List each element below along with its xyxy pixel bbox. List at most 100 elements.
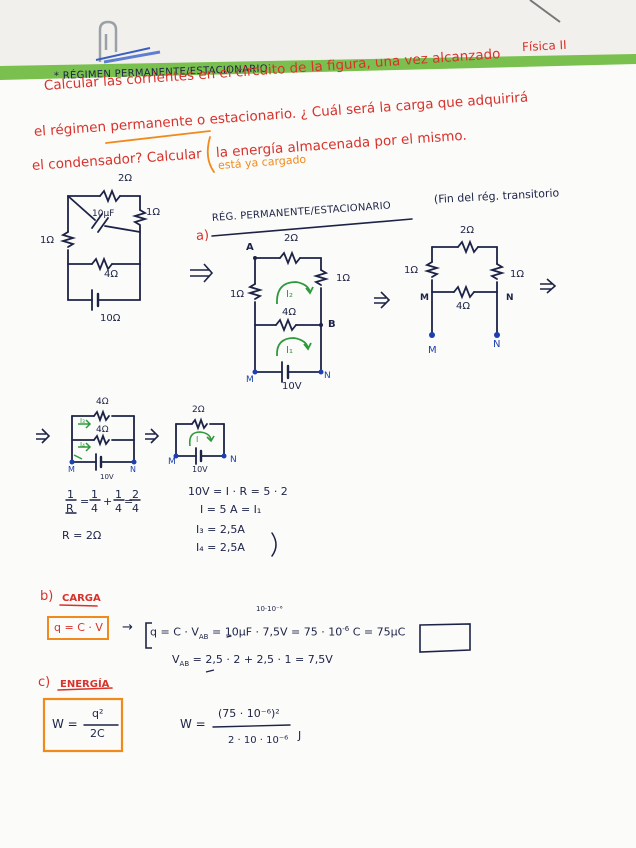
resistor-label: 4Ω (282, 307, 297, 318)
resistor-label: 4Ω (104, 269, 119, 280)
node-label-n: N (324, 371, 331, 381)
paper-sheet (0, 64, 636, 848)
current-loop-i1 (276, 337, 312, 357)
circuit-equivalent (175, 417, 225, 465)
bracket (145, 622, 152, 649)
arrow-icon: → (122, 620, 133, 635)
fraction-num: 2 (132, 488, 139, 501)
charge-calc-text: = 10μF · 7,5V = 75 · 10 (211, 625, 343, 639)
node-dot (253, 256, 257, 260)
fraction-num: 1 (91, 488, 98, 501)
equals-sign: = (124, 495, 134, 508)
energy-formula-lhs: W = (52, 717, 78, 731)
energy-calc-lhs: W = (180, 717, 206, 731)
fraction-num: 1 (67, 488, 74, 501)
fraction-den: 4 (91, 502, 98, 515)
node-dot (319, 323, 323, 327)
current-label-i3: I₃ (80, 417, 85, 425)
resistor-label: 4Ω (456, 301, 471, 312)
annotation: 10·10⁻⁶ (256, 605, 283, 613)
original-circuit (59, 188, 149, 311)
node-label-m: M (420, 293, 429, 303)
resistor-label: 2Ω (118, 173, 133, 184)
part-c-title: ENERGÍA (60, 679, 110, 690)
current-arrows (73, 419, 92, 460)
part-b-label: b) (40, 589, 54, 604)
ink-decorations (57, 130, 413, 728)
circuit-simplified (423, 239, 506, 336)
resistor-label: 1Ω (336, 273, 351, 284)
current-calc-line: 10V = I · R = 5 · 2 (188, 485, 288, 498)
charge-calc-text: q = C · V (150, 625, 199, 639)
energy-formula-box (42, 697, 124, 753)
charge-calc-text: C = (352, 625, 374, 639)
resistor-label: 1Ω (146, 207, 161, 218)
node-dot (131, 459, 137, 465)
energy-unit: J (298, 729, 302, 742)
resistor-label: 1Ω (404, 265, 419, 276)
page-shadow-corner (529, 0, 561, 23)
node-dot (252, 369, 258, 375)
source-label: 10V (282, 381, 302, 392)
part-a-label: a) (195, 228, 210, 244)
resistor-label: 2Ω (460, 225, 475, 236)
capacitor-label: 10μF (92, 209, 115, 219)
source-label: 10V (192, 465, 208, 474)
dash (205, 669, 215, 673)
voltage-calc-text: = 2,5 · 2 + 2,5 · 1 = 7,5V (192, 653, 333, 666)
circuit-parallel (71, 409, 135, 471)
subscript: AB (198, 632, 209, 641)
node-label-m: M (246, 375, 254, 385)
voltage-calc-text: V (172, 653, 180, 666)
subject-label: Física II (521, 37, 568, 55)
node-label-n: N (506, 293, 514, 303)
node-label-b: B (328, 319, 336, 330)
fraction-den: R (66, 502, 74, 515)
fraction-den: 4 (132, 502, 139, 515)
charge-formula: q = C · V (54, 621, 103, 634)
charge-result: 75μC (376, 625, 406, 639)
resistor-label: 1Ω (510, 269, 525, 280)
paper-clip-icon (95, 20, 161, 64)
source-label: 10Ω (100, 313, 121, 324)
superscript: -6 (342, 625, 350, 633)
node-label-a: A (246, 242, 254, 253)
source-label: 10V (100, 473, 114, 481)
current-calc-line: I = 5 A = I₁ (200, 503, 262, 516)
node-label-n: N (130, 465, 136, 474)
resistor-label: 4Ω (96, 397, 109, 407)
energy-formula-den: 2C (90, 727, 105, 740)
node-label-m: M (168, 457, 176, 467)
node-dot (429, 332, 435, 338)
energy-calc-num: (75 · 10⁻⁶)² (218, 707, 280, 720)
part-b-title: CARGA (62, 593, 101, 604)
current-loop-i2 (276, 281, 314, 305)
node-dot (69, 459, 75, 465)
resistor-label: 2Ω (284, 233, 299, 244)
node-label-n: N (493, 339, 501, 350)
formula-box (47, 616, 109, 640)
fraction-num: 1 (115, 488, 122, 501)
part-c-label: c) (38, 675, 51, 690)
resistor-label: 1Ω (40, 235, 55, 246)
current-loop-i (188, 431, 215, 447)
node-dot (318, 369, 324, 375)
current-calc-line: I₃ = 2,5A (196, 523, 245, 536)
node-label-n: N (230, 455, 237, 465)
node-label-m: M (428, 345, 437, 356)
node-label-m: M (68, 465, 75, 474)
voltage-calc-line: VAB = 2,5 · 2 + 2,5 · 1 = 7,5V (172, 654, 333, 668)
fraction-den: 4 (115, 502, 122, 515)
current-calc-line: I₄ = 2,5A (196, 541, 245, 554)
resistor-label: 4Ω (96, 425, 109, 435)
node-dot (173, 453, 179, 459)
energy-formula-num: q² (92, 707, 104, 720)
node-dot (494, 332, 500, 338)
equivalent-resistance: R = 2Ω (62, 529, 102, 542)
plus-sign: + (103, 495, 113, 508)
subscript: AB (179, 660, 190, 669)
result-box (419, 623, 471, 653)
current-label-i4: I₄ (80, 441, 85, 449)
energy-calc-den: 2 · 10 · 10⁻⁶ (228, 735, 289, 746)
current-label-i: I (196, 435, 199, 444)
